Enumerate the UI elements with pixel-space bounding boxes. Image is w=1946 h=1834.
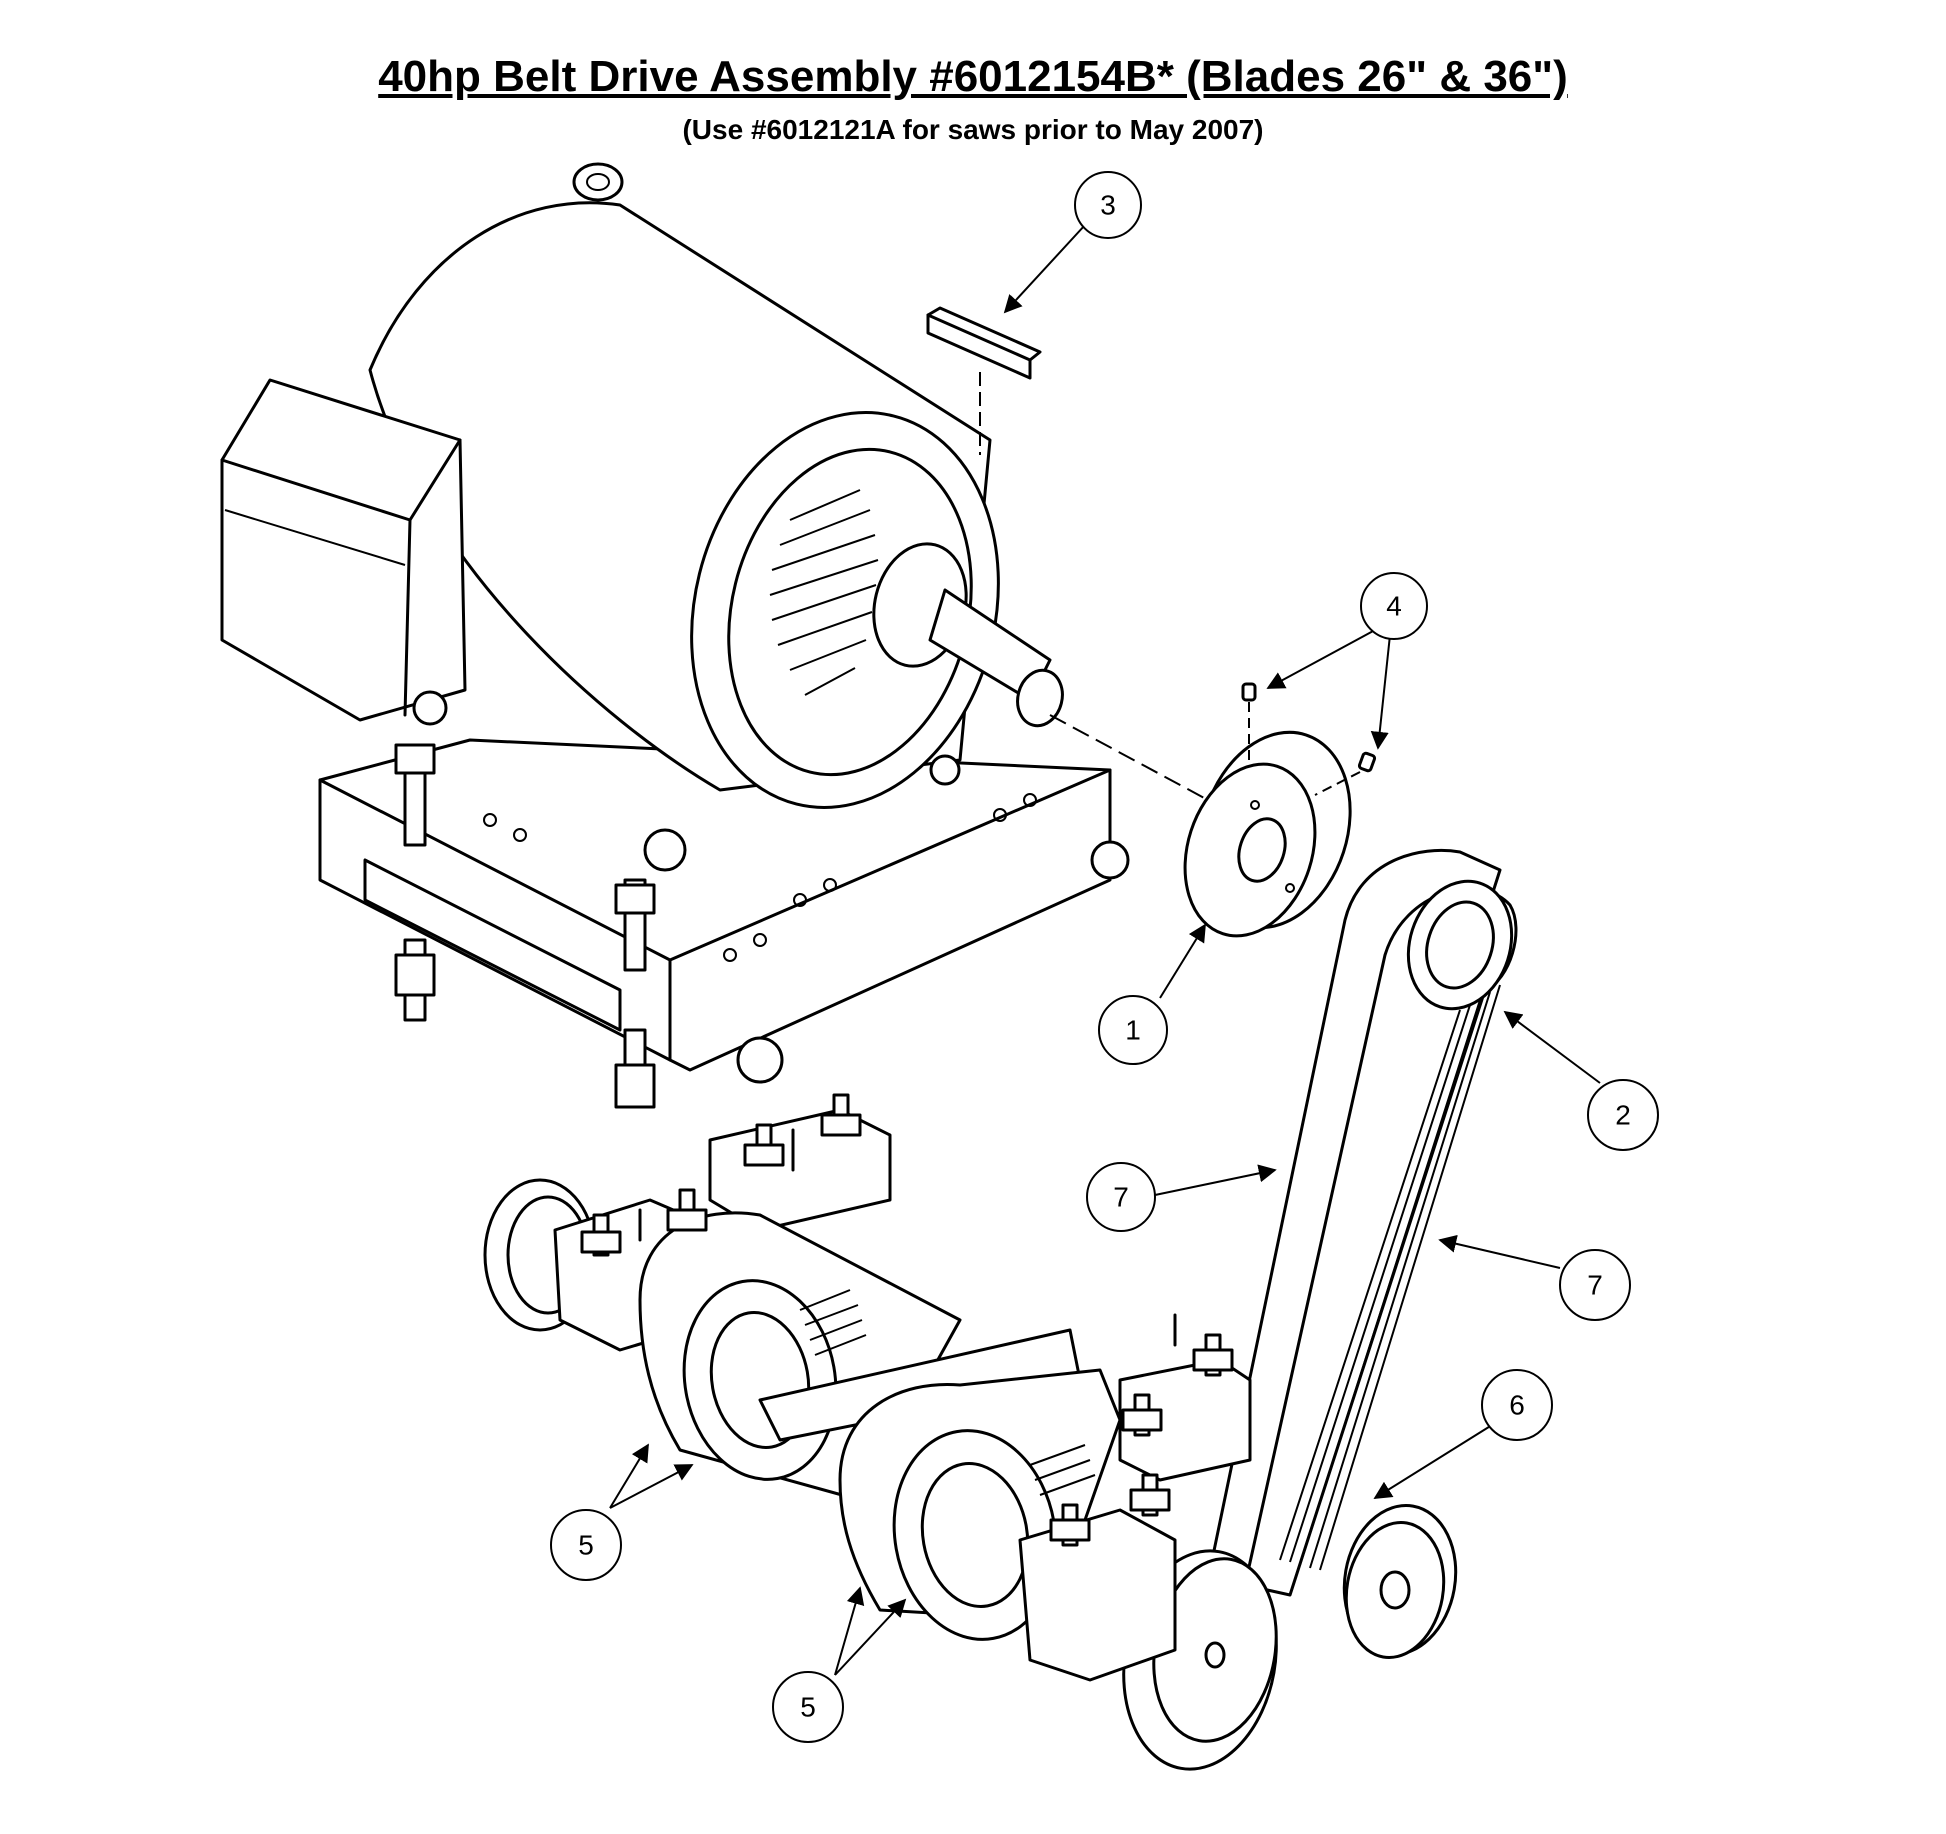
callout-label: 7: [1113, 1182, 1129, 1213]
leader-lines: [609, 224, 1601, 1676]
callout-label: 5: [578, 1530, 594, 1561]
callout-label: 1: [1125, 1015, 1141, 1046]
callout-5-upper: 5: [550, 1509, 622, 1581]
callout-1: 1: [1098, 995, 1168, 1065]
callout-label: 6: [1509, 1390, 1525, 1421]
callout-4: 4: [1360, 572, 1428, 640]
callout-label: 5: [800, 1692, 816, 1723]
belt-guard-arm: [1208, 848, 1518, 1597]
callout-label: 4: [1386, 591, 1402, 622]
callout-3: 3: [1074, 171, 1142, 239]
callout-label: 3: [1100, 190, 1116, 221]
motor-pulley: [1183, 730, 1352, 938]
block-bolts: [580, 1093, 1234, 1547]
electric-motor: [220, 162, 1064, 872]
callout-7-right: 7: [1559, 1249, 1631, 1321]
arbor-pulleys: [1122, 1504, 1458, 1771]
set-screws: [1241, 682, 1377, 796]
shaft-key: [926, 306, 1042, 455]
callout-5-lower: 5: [772, 1671, 844, 1743]
page-subtitle: (Use #6012121A for saws prior to May 200…: [682, 114, 1264, 145]
drive-belt-ribs: [1279, 984, 1501, 1571]
callout-7-left: 7: [1086, 1162, 1156, 1232]
spindle-bearing-assembly: [483, 1093, 1252, 1682]
callout-label: 2: [1615, 1100, 1631, 1131]
callout-label: 7: [1587, 1270, 1603, 1301]
callout-6: 6: [1481, 1369, 1553, 1441]
motor-base-plate: [318, 738, 1130, 1109]
fan-guard-slots: [769, 489, 879, 696]
callout-2: 2: [1587, 1079, 1659, 1151]
page-title: 40hp Belt Drive Assembly #6012154B* (Bla…: [378, 52, 1568, 101]
